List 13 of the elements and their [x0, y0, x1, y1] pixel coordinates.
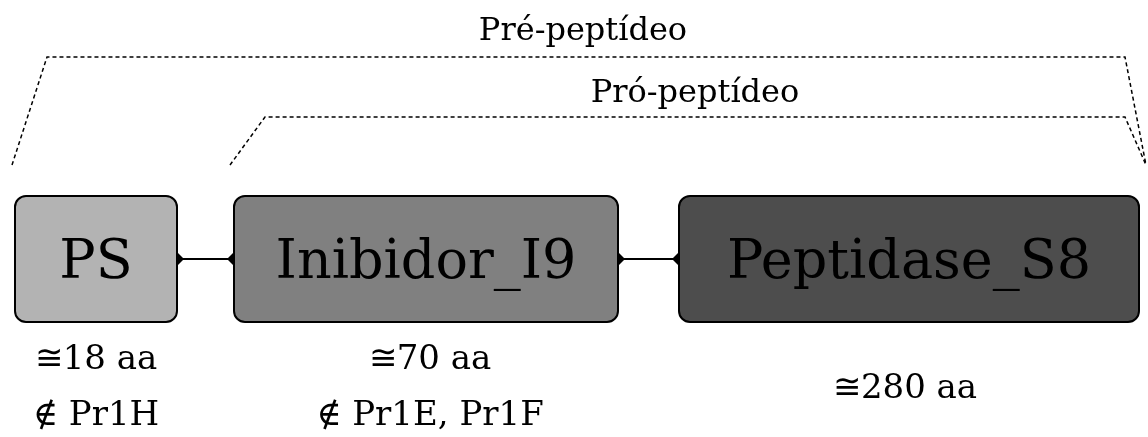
domain-box [678, 195, 1140, 323]
domain-box [14, 195, 178, 323]
domain-name: PS [59, 227, 133, 291]
domain-annotation: ≅70 aa [367, 337, 493, 377]
bracket-label: Pró-peptídeo [590, 72, 800, 110]
domain-annotation: ∉ Pr1E, Pr1F [315, 393, 545, 433]
domain-box [233, 195, 619, 323]
domain-name: Inibidor_I9 [275, 227, 577, 291]
domain-annotation: ≅280 aa [831, 366, 979, 406]
domain-annotation: ≅18 aa [33, 337, 159, 377]
domain-annotation: ∉ Pr1H [31, 393, 161, 433]
bracket-label: Pré-peptídeo [478, 10, 688, 48]
domain-name: Peptidase_S8 [726, 227, 1092, 291]
